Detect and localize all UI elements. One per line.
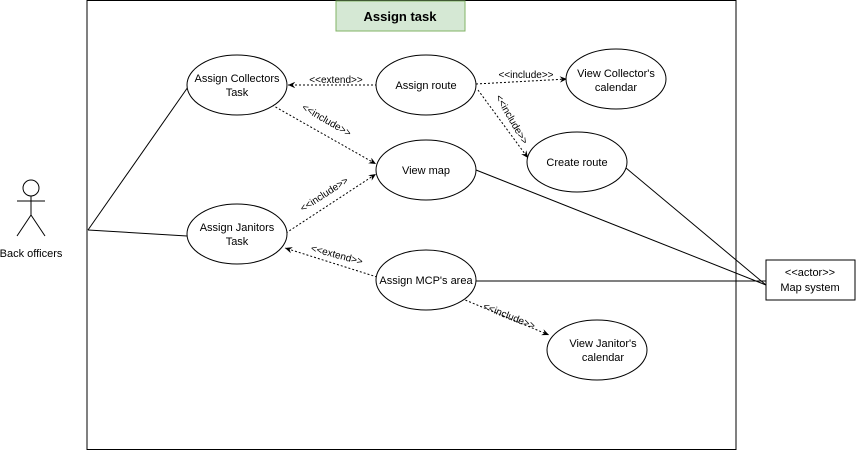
actor-leg-right (30, 214, 46, 237)
usecase-label: View map (402, 165, 450, 177)
label-include-janitors-map: <<include>> (299, 175, 351, 214)
label-extend-janitors: <<extend>> (309, 243, 364, 267)
usecase-label: calendar (582, 352, 625, 364)
usecase-view-map: View map (375, 139, 477, 201)
label-include-collectors-map: <<include>> (300, 102, 353, 139)
actor-map-system: <<actor>> Map system (765, 259, 856, 301)
usecase-assign-route: Assign route (375, 54, 477, 116)
usecase-label: Assign Janitors (200, 222, 275, 234)
label-include-collectors-calendar: <<include>> (498, 70, 553, 81)
assoc-officers-collectors (87, 86, 189, 231)
label-include-create-route: <<include>> (493, 93, 530, 146)
actor-back-officers (16, 179, 46, 237)
dependencies (271, 76, 568, 336)
arrow-include-collectors-calendar (475, 76, 568, 85)
actor-back-officers-label: Back officers (0, 248, 63, 260)
usecase-label: Assign MCP's area (379, 275, 473, 287)
label-include-janitors-calendar: <<include>> (481, 301, 536, 332)
usecase-label: Task (226, 87, 249, 99)
usecase-label: Create route (546, 157, 607, 169)
usecase-assign-mcps-area: Assign MCP's area (375, 249, 477, 311)
usecase-assign-janitors-task: Assign Janitors Task (186, 203, 288, 265)
actor-head (22, 179, 40, 197)
usecase-view-janitors-calendar: View Janitor's calendar (546, 319, 648, 381)
assoc-createroute-mapsystem (625, 167, 767, 286)
usecase-label: Assign Collectors (195, 73, 280, 85)
usecase-label: Assign route (395, 80, 456, 92)
system-title: Assign task (335, 0, 466, 32)
usecase-create-route: Create route (526, 131, 628, 193)
usecase-view-collectors-calendar: View Collector's calendar (565, 48, 667, 110)
associations (87, 86, 767, 286)
usecase-label: View Janitor's (569, 338, 637, 350)
arrow-extend-janitors (284, 247, 378, 278)
assoc-officers-janitors (87, 229, 188, 237)
usecase-label: calendar (595, 82, 638, 94)
usecase-label: View Collector's (577, 68, 655, 80)
usecase-label: Task (226, 236, 249, 248)
arrow-include-janitors-map (285, 173, 377, 234)
system-title-text: Assign task (364, 9, 438, 24)
label-extend-collectors: <<extend>> (309, 75, 363, 86)
actor-leg-left (16, 214, 32, 237)
usecase-assign-collectors-task: Assign Collectors Task (186, 54, 288, 116)
arrow-include-janitors-calendar (457, 296, 550, 336)
actor-map-system-stereotype: <<actor>> (785, 267, 835, 279)
actor-map-system-name: Map system (780, 282, 839, 294)
assoc-map-mapsystem (475, 169, 767, 286)
